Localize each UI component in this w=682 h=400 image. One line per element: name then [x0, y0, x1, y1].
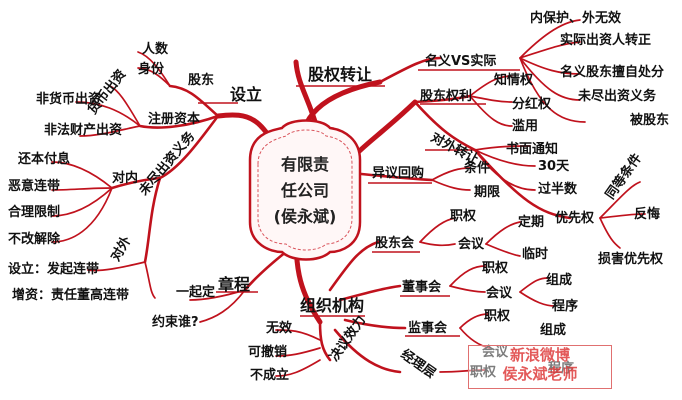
rights-item-2: 分红权	[512, 96, 552, 112]
board-session: 会议	[486, 285, 513, 301]
internal-item-2: 恶意连带	[8, 178, 60, 194]
board-label: 董事会	[402, 279, 442, 295]
supervisors-procedure: 程序	[548, 360, 574, 376]
board-power: 职权	[482, 260, 509, 276]
nominal-item-2: 实际出资人转正	[560, 32, 651, 48]
watermark-stamp: 新浪微博 侯永斌老师	[468, 345, 612, 389]
supervisors-label: 监事会	[408, 320, 448, 336]
external-establish: 设立：发起连带	[8, 261, 99, 277]
internal-item-1: 还本付息	[17, 151, 70, 167]
dissent-label: 异议回购	[372, 165, 424, 181]
setup-title: 设立	[230, 85, 262, 104]
shareholder-count: 人数	[142, 41, 169, 57]
shareholder-identity: 身份	[138, 61, 165, 77]
rights-label: 股东权利	[420, 88, 472, 104]
internal-item-3: 合理限制	[8, 204, 60, 220]
resolution-item-3: 不成立	[250, 367, 289, 383]
branch-lines	[51, 19, 646, 377]
manager-power: 职权	[470, 364, 497, 380]
meeting-label: 股东会	[375, 235, 415, 251]
center-line-1: 有限责	[281, 155, 329, 174]
dissent-period: 期限	[474, 185, 501, 200]
dissent-conditions: 条件	[464, 160, 490, 176]
center-node: 有限责 任公司 (侯永斌)	[248, 119, 362, 261]
nominal-item-5: 被股东	[629, 112, 669, 128]
meeting-regular: 定期	[517, 214, 544, 230]
meeting-session: 会议	[458, 236, 485, 252]
supervisors-session: 会议	[482, 344, 509, 360]
center-line-2: 任公司	[280, 181, 329, 200]
nominal-item-4: 未尽出资义务	[577, 88, 657, 104]
setup-branch: 设立 股东 人数 身份 注册资本 货币出资 非货币出资 非法财产出资 未尽出资义…	[8, 41, 262, 330]
equity-branch: 股权转让 名义VS实际 内保护、外无效 实际出资人转正 名义股东擅自处分 未尽出…	[308, 10, 669, 267]
shareholder-label: 股东	[188, 72, 214, 88]
supervisors-power: 职权	[484, 308, 511, 324]
center-line-3: (侯永斌)	[274, 207, 337, 226]
rights-item-1: 知情权	[494, 72, 534, 88]
manager-label: 经理层	[398, 346, 439, 381]
board-composition: 组成	[546, 272, 572, 288]
capital-non-monetary: 非货币出资	[36, 91, 101, 107]
external-notice: 书面通知	[506, 141, 558, 157]
meeting-temporary: 临时	[522, 246, 548, 262]
internal-label: 对内	[112, 170, 138, 186]
resolution-item-2: 可撤销	[248, 344, 287, 360]
rights-item-3: 滥用	[512, 118, 538, 134]
charter-together: 一起定	[176, 284, 215, 300]
priority-harm: 损害优先权	[598, 251, 664, 267]
priority-repent: 反悔	[634, 206, 660, 222]
charter-binding: 约束谁?	[152, 314, 199, 330]
nominal-item-1: 内保护、外无效	[530, 10, 622, 26]
charter-label: 章程	[218, 275, 250, 294]
label-underlines	[198, 69, 520, 337]
supervisors-composition: 组成	[540, 322, 566, 338]
resolution-item-1: 无效	[265, 320, 293, 336]
meeting-power: 职权	[450, 208, 477, 224]
external-majority: 过半数	[538, 181, 578, 197]
watermark-line-2: 侯永斌老师	[502, 365, 578, 383]
watermark-line-1: 新浪微博	[509, 346, 570, 364]
internal-item-4: 不改解除	[8, 231, 61, 247]
external-label: 对外	[108, 233, 135, 264]
capital-label: 注册资本	[148, 111, 200, 127]
board-procedure: 程序	[552, 298, 578, 314]
unfulfilled-label: 未尽出资义务	[135, 128, 199, 200]
equity-title: 股权转让	[308, 65, 372, 84]
nominal-item-3: 名义股东擅自处分	[560, 64, 664, 80]
capital-illegal: 非法财产出资	[44, 122, 122, 138]
nominal-label: 名义VS实际	[425, 53, 496, 69]
priority-label: 优先权	[555, 210, 595, 226]
external-days: 30天	[538, 159, 570, 174]
organization-title: 组织机构	[300, 296, 364, 315]
external-increase: 增资：责任董高连带	[12, 287, 129, 303]
